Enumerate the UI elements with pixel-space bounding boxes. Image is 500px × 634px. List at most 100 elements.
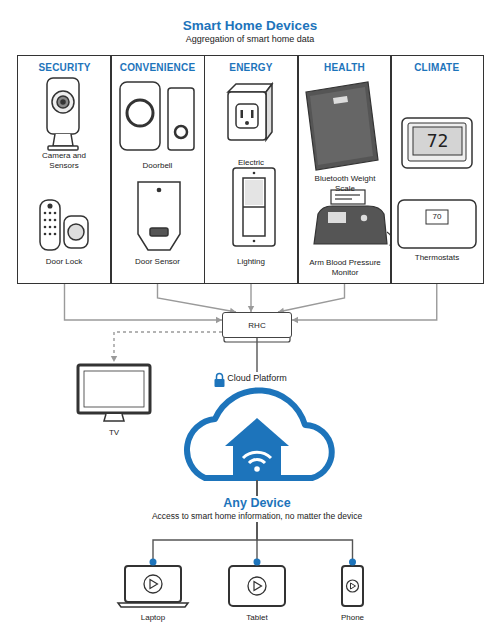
node-label: Phone	[341, 613, 364, 623]
connector	[65, 284, 223, 323]
node-text: Thermostats	[394, 253, 480, 263]
thermostat-body	[398, 200, 476, 248]
node-label: CONVENIENCE	[111, 62, 204, 74]
weight-scale-icon	[306, 82, 378, 170]
doorbell-icon	[120, 82, 194, 150]
connector-line	[278, 284, 345, 312]
node-label: Arm Blood Pressure Monitor	[304, 258, 386, 277]
outlet-ground	[245, 121, 249, 125]
device-item: Door Lock	[20, 180, 108, 268]
light-switch-icon	[233, 168, 275, 246]
outlet-slot	[241, 110, 244, 118]
door-sensor-icon	[138, 182, 180, 250]
tv-screen	[84, 371, 144, 407]
display-reading: 72	[413, 127, 462, 155]
tablet-icon	[229, 566, 285, 606]
house-body	[233, 440, 281, 476]
node-label: SECURITY	[18, 62, 111, 74]
cloud-outline	[187, 390, 332, 478]
device-item: Door Sensor	[113, 180, 202, 268]
camera-icon	[47, 78, 79, 150]
device-item: Electric	[207, 72, 295, 169]
outlet	[236, 104, 258, 128]
node-label: Lighting	[237, 257, 265, 267]
node-label: 70	[394, 211, 480, 223]
smart-plug-icon	[228, 84, 272, 140]
hub-box: RHC	[222, 312, 292, 338]
phone-body	[342, 566, 363, 606]
node-label: Tablet	[246, 613, 267, 623]
node-label: Cloud Platform	[177, 372, 337, 384]
camera-base	[48, 146, 78, 150]
device-item: TV	[74, 362, 154, 439]
device-item: Laptop	[118, 562, 188, 624]
lock-icon	[215, 374, 225, 388]
lock-knob	[68, 224, 84, 240]
laptop-base	[118, 603, 188, 607]
connector	[278, 284, 345, 314]
node-label: Laptop	[141, 613, 165, 623]
connector-dot	[254, 559, 261, 566]
play-triangle	[150, 580, 158, 589]
keypad-light	[48, 204, 52, 208]
category-column: ENERGY ElectricLighting	[204, 55, 299, 284]
scale-top	[310, 87, 373, 165]
play-circle	[248, 577, 266, 595]
monitor-button	[361, 215, 367, 221]
blood-pressure-icon	[314, 190, 391, 246]
doorbell-body	[120, 82, 160, 150]
node-label: Camera and Sensors	[35, 151, 93, 170]
laptop-screen	[125, 566, 181, 602]
cloud-node: Cloud Platform	[177, 372, 337, 480]
category-column: CLIMATE7270Thermostats	[390, 55, 484, 284]
cuff-line	[335, 198, 352, 199]
keypad-keys	[44, 212, 57, 236]
monitor-body	[314, 206, 387, 244]
lock-plate	[64, 216, 88, 248]
node-label: TV	[109, 428, 119, 438]
connector	[111, 332, 222, 362]
node-label: Door Lock	[46, 257, 82, 267]
connector	[158, 284, 237, 314]
category-column: HEALTHBluetooth Weight ScaleArm Blood Pr…	[297, 55, 392, 284]
sensor-window	[150, 228, 168, 236]
connector-line	[65, 284, 223, 320]
tv-stand	[104, 414, 124, 421]
thermostat-icon	[398, 200, 476, 248]
play-triangle	[254, 582, 262, 591]
camera-body	[47, 78, 79, 134]
switch-divider	[243, 206, 265, 208]
thermostat-icon	[402, 118, 472, 168]
switch-plate	[233, 168, 275, 246]
node-label: Door Sensor	[135, 257, 180, 267]
wifi-arc	[249, 460, 265, 463]
connector	[292, 284, 437, 323]
device-item: Bluetooth Weight Scale	[300, 72, 390, 195]
node-label: ENERGY	[205, 62, 298, 74]
thermostat-bezel	[408, 123, 466, 161]
camera-lens	[57, 96, 69, 108]
doorbell-body	[168, 88, 194, 150]
doorbell-button	[175, 126, 187, 138]
connector-line	[158, 284, 237, 312]
doorbell-button	[127, 100, 153, 126]
camera-lens	[52, 91, 74, 113]
connector-line	[292, 284, 437, 320]
device-item: Arm Blood Pressure Monitor	[300, 185, 390, 279]
device-item: Camera and Sensors	[20, 72, 108, 172]
category-column: CONVENIENCEDoorbellDoor Sensor	[110, 55, 205, 284]
lock-body	[215, 379, 225, 387]
scale-body	[306, 82, 378, 170]
play-triangle	[351, 583, 356, 589]
connector	[248, 284, 254, 312]
switch-screw	[253, 240, 256, 243]
camera-lens	[61, 100, 65, 104]
node-label: RHC	[248, 321, 265, 330]
laptop-icon	[118, 566, 188, 607]
outlet-slot	[251, 110, 254, 118]
node-label: Electric	[238, 158, 264, 168]
plug-top	[228, 84, 272, 92]
tablet-body	[229, 566, 285, 606]
connector-line	[256, 338, 257, 372]
